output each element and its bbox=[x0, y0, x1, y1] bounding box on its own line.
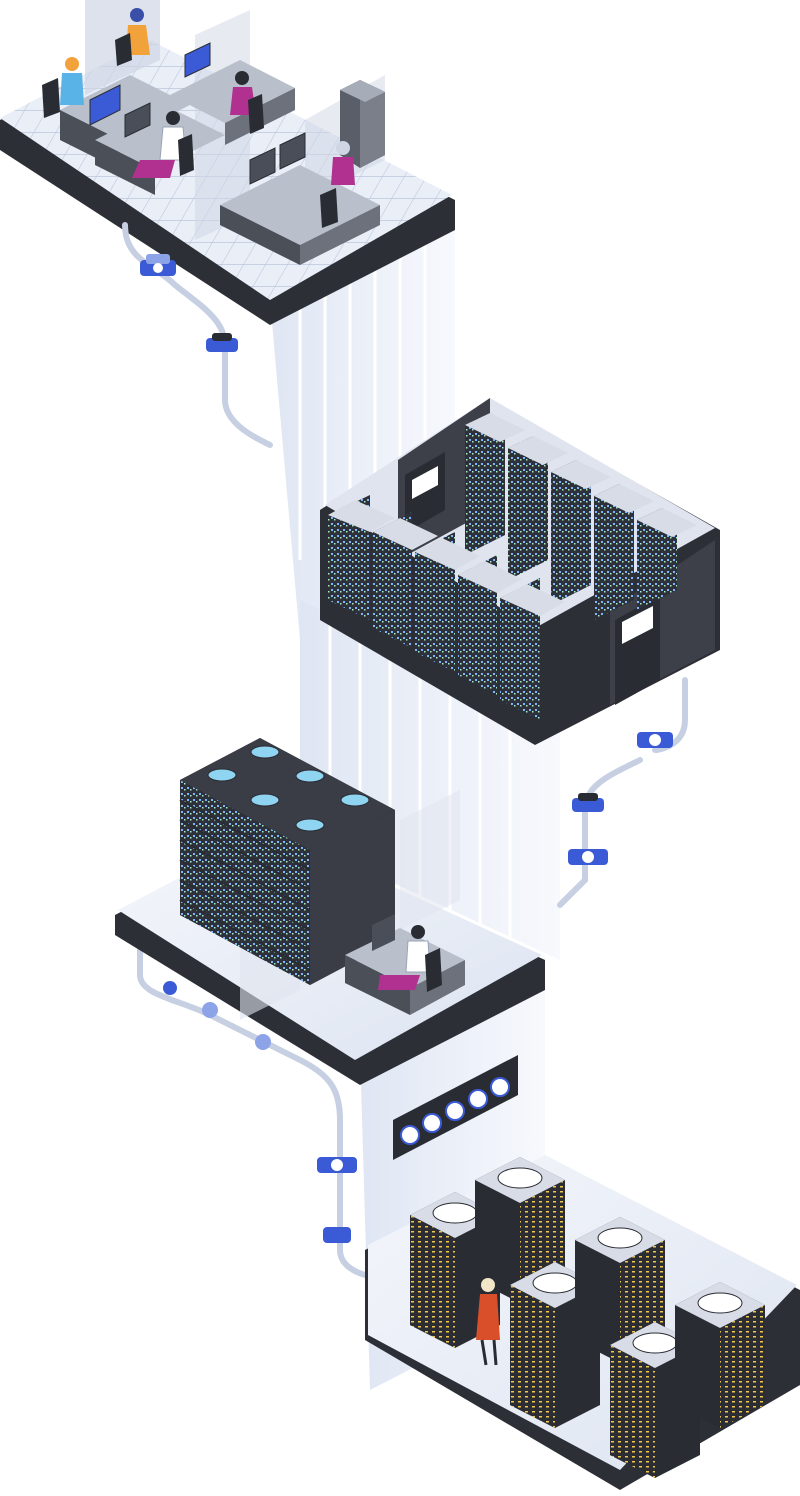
fan-icon bbox=[207, 745, 370, 832]
gear-icon bbox=[140, 254, 673, 1243]
door-icon bbox=[615, 595, 660, 705]
operator-desk bbox=[345, 914, 465, 1015]
server-rack-icon bbox=[328, 495, 565, 720]
office-floor bbox=[0, 0, 455, 325]
server-room bbox=[320, 398, 720, 745]
cooling-unit-icon bbox=[410, 1157, 765, 1478]
person-icon bbox=[476, 1278, 500, 1366]
filing-cabinet bbox=[340, 80, 385, 168]
door-icon bbox=[405, 452, 445, 533]
fan-panel bbox=[393, 1055, 518, 1160]
chair-icon bbox=[42, 33, 338, 228]
monitor-icon bbox=[89, 42, 306, 185]
fan-icon bbox=[400, 1077, 510, 1145]
storage-array bbox=[179, 738, 395, 985]
server-rack-icon bbox=[465, 413, 697, 620]
